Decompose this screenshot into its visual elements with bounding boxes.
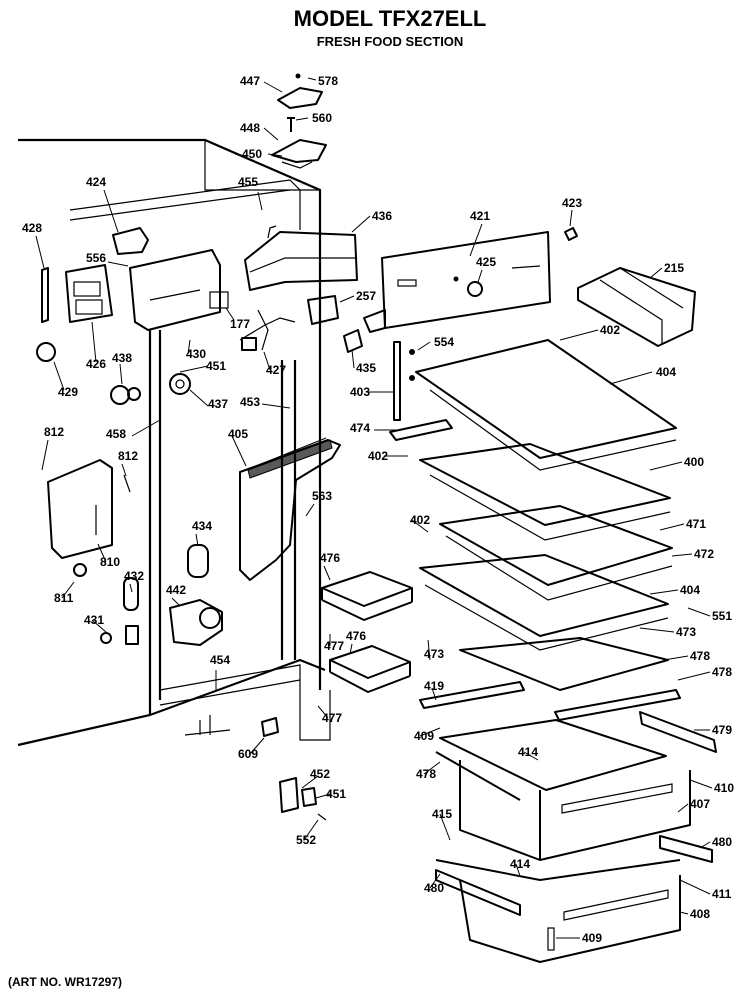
art-number: (ART NO. WR17297)	[8, 975, 122, 989]
thermostat-housing	[36, 227, 229, 362]
callout-label: 407	[690, 797, 710, 811]
callout-label: 552	[296, 833, 316, 847]
callout-label: 447	[240, 74, 260, 88]
callout-label: 215	[664, 261, 684, 275]
top-bracket-parts	[271, 73, 327, 169]
callout-label: 560	[312, 111, 332, 125]
callout-label: 473	[676, 625, 696, 639]
fan-motor-parts	[110, 373, 191, 405]
callout-label: 409	[582, 931, 602, 945]
callout-label: 438	[112, 351, 132, 365]
callout-label: 404	[680, 583, 700, 597]
callout-label: 402	[600, 323, 620, 337]
callout-label: 425	[476, 255, 496, 269]
callout-label: 257	[356, 289, 376, 303]
callout-label: 476	[346, 629, 366, 643]
callout-label: 578	[318, 74, 338, 88]
evaporator-fan	[100, 544, 223, 646]
back-cover	[47, 459, 131, 577]
callout-label: 451	[326, 787, 346, 801]
callout-label: 432	[124, 569, 144, 583]
callout-label: 436	[372, 209, 392, 223]
drawer-frame	[419, 637, 717, 753]
callout-label: 477	[324, 639, 344, 653]
callout-label: 479	[712, 723, 732, 737]
callout-label: 478	[690, 649, 710, 663]
leader-lines	[35, 77, 713, 939]
callout-label: 458	[106, 427, 126, 441]
callout-label: 480	[424, 881, 444, 895]
wire-harness	[239, 295, 363, 353]
control-panel	[363, 231, 551, 333]
callout-label: 476	[320, 551, 340, 565]
callout-label: 554	[434, 335, 454, 349]
callout-label: 402	[368, 449, 388, 463]
callout-label: 450	[242, 147, 262, 161]
callout-label: 415	[432, 807, 452, 821]
air-duct	[239, 437, 341, 581]
callout-label: 434	[192, 519, 212, 533]
callout-label: 451	[206, 359, 226, 373]
door-bin	[564, 227, 696, 347]
callout-label: 812	[44, 425, 64, 439]
callout-label: 478	[712, 665, 732, 679]
callout-label: 480	[712, 835, 732, 849]
callout-label: 478	[416, 767, 436, 781]
callout-label: 477	[322, 711, 342, 725]
callout-label: 403	[350, 385, 370, 399]
callout-label: 471	[686, 517, 706, 531]
callout-label: 423	[562, 196, 582, 210]
callout-label: 419	[424, 679, 444, 693]
callout-label: 414	[518, 745, 538, 759]
hinge-parts	[261, 717, 327, 821]
callout-label: 410	[714, 781, 734, 795]
callout-label: 812	[118, 449, 138, 463]
callout-label: 448	[240, 121, 260, 135]
callout-label: 435	[356, 361, 376, 375]
glass-shelf	[389, 339, 677, 651]
callout-label: 455	[238, 175, 258, 189]
callout-label: 405	[228, 427, 248, 441]
callout-label: 556	[86, 251, 106, 265]
crisper-drawer	[435, 719, 713, 963]
callout-label: 400	[684, 455, 704, 469]
callout-label: 453	[240, 395, 260, 409]
callout-label: 442	[166, 583, 186, 597]
callout-label: 427	[266, 363, 286, 377]
callout-label: 421	[470, 209, 490, 223]
diagram-title: MODEL TFX27ELL	[294, 6, 487, 31]
callout-label: 430	[186, 347, 206, 361]
callout-label: 473	[424, 647, 444, 661]
cabinet-frame	[17, 138, 331, 747]
callout-label: 810	[100, 555, 120, 569]
callout-label: 177	[230, 317, 250, 331]
callout-label: 429	[58, 385, 78, 399]
callout-label: 414	[510, 857, 530, 871]
callout-label: 609	[238, 747, 258, 761]
snack-pans	[321, 571, 413, 693]
callout-label: 563	[312, 489, 332, 503]
callout-label: 431	[84, 613, 104, 627]
shelf-rail	[393, 341, 415, 421]
control-housing	[244, 225, 358, 291]
callout-label: 428	[22, 221, 42, 235]
callout-label: 404	[656, 365, 676, 379]
callout-labels: 447 578 448 560 450 455 424 436 421 423 …	[22, 74, 734, 945]
callout-label: 454	[210, 653, 230, 667]
callout-label: 408	[690, 907, 710, 921]
callout-label: 474	[350, 421, 370, 435]
callout-label: 811	[54, 591, 74, 605]
callout-label: 402	[410, 513, 430, 527]
callout-label: 472	[694, 547, 714, 561]
callout-label: 437	[208, 397, 228, 411]
callout-label: 426	[86, 357, 106, 371]
callout-label: 411	[712, 887, 732, 901]
diagram-subtitle: FRESH FOOD SECTION	[317, 34, 464, 49]
callout-label: 551	[712, 609, 732, 623]
callout-label: 424	[86, 175, 106, 189]
callout-label: 452	[310, 767, 330, 781]
